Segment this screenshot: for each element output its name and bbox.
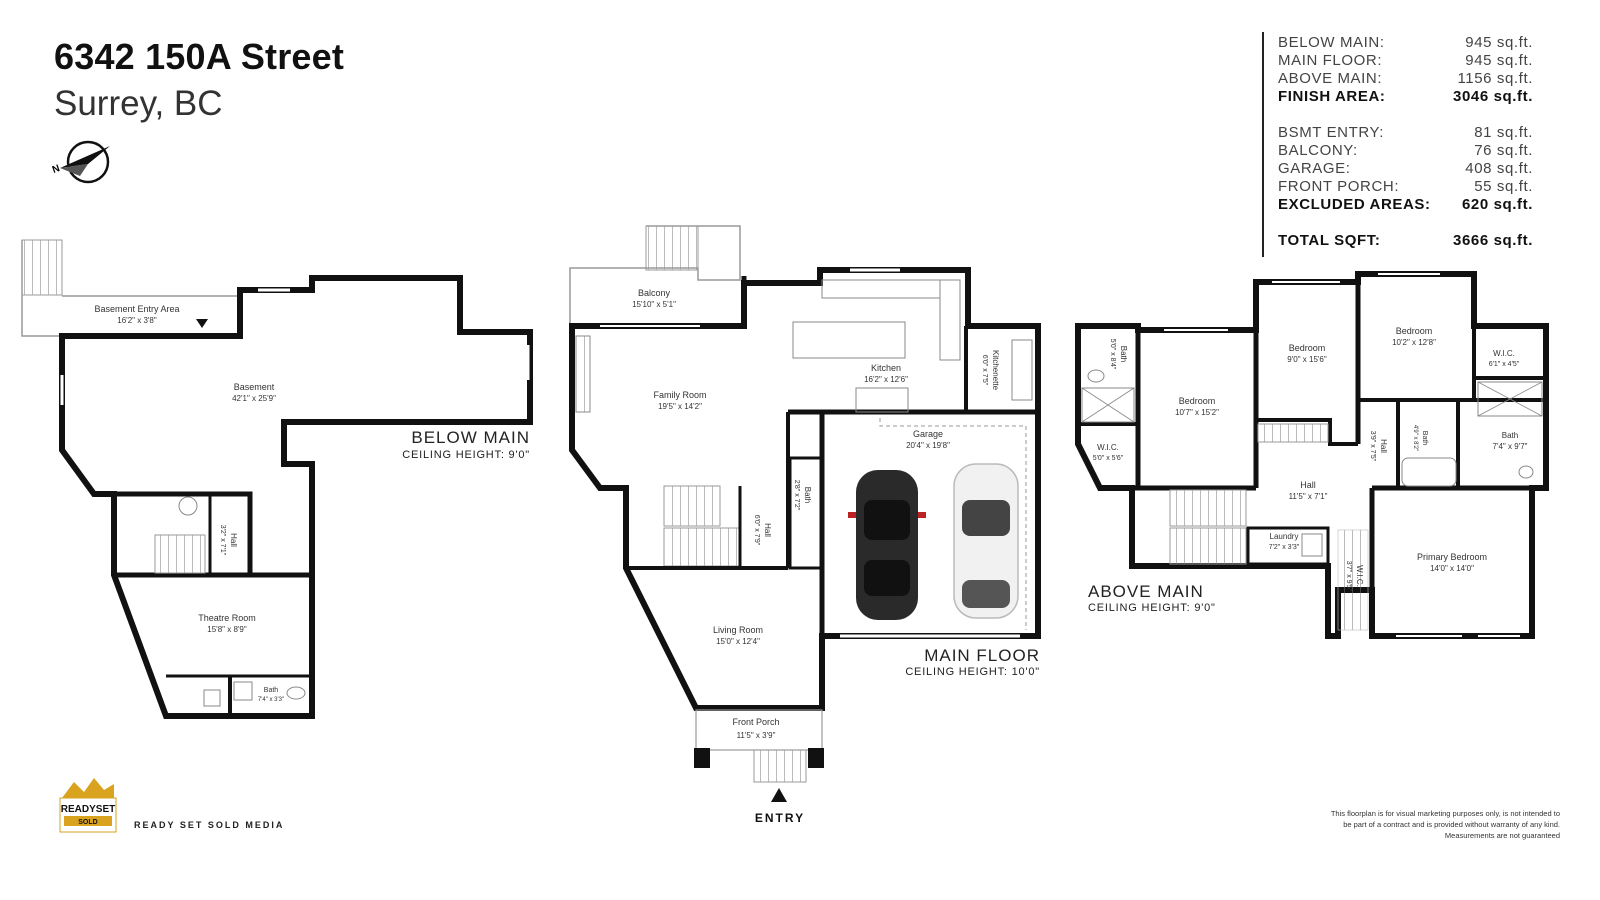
room-label-main-hall: Hall bbox=[763, 523, 772, 537]
room-dim-bedroom-2: 9'0" x 15'6" bbox=[1287, 355, 1327, 364]
room-dim-wic-bottom: 3'7" x 9'5" bbox=[1345, 561, 1352, 592]
svg-text:READYSET: READYSET bbox=[61, 804, 115, 815]
room-dim-basement-entry: 16'2" x 3'8" bbox=[117, 316, 157, 325]
room-label-below-hall: Hall bbox=[229, 533, 238, 547]
main-floor-plan: Balcony 15'10" x 5'1" Kitchen 16'2" x 12… bbox=[569, 225, 1041, 825]
floor-title-main-floor: MAIN FLOOR bbox=[924, 646, 1040, 665]
room-label-living: Living Room bbox=[713, 625, 763, 635]
room-label-bedroom-2: Bedroom bbox=[1289, 343, 1326, 353]
room-dim-above-hall: 11'5" x 7'1" bbox=[1289, 492, 1328, 501]
garage-car-white bbox=[953, 463, 1019, 619]
floor-title-above-main: ABOVE MAIN bbox=[1088, 582, 1204, 601]
basement-entry-stairs bbox=[21, 239, 63, 296]
area-summary: BELOW MAIN:945 sq.ft. MAIN FLOOR:945 sq.… bbox=[1262, 32, 1564, 257]
room-dim-above-bath-mid: 4'9" x 8'2" bbox=[1412, 425, 1418, 451]
room-dim-garage: 20'4" x 19'8" bbox=[906, 441, 950, 450]
room-dim-main-bath: 2'8" x 7'2" bbox=[793, 480, 800, 511]
room-dim-family: 19'5" x 14'2" bbox=[658, 402, 702, 411]
room-label-above-bath-left: Bath bbox=[1119, 346, 1128, 362]
room-dim-kitchen: 16'2" x 12'6" bbox=[864, 375, 908, 384]
room-dim-below-hall: 3'2" x 7'1" bbox=[219, 525, 226, 556]
room-dim-main-hall: 6'0" x 7'9" bbox=[753, 515, 760, 546]
room-label-above-bath-mid: Bath bbox=[1421, 431, 1428, 446]
below-main-plan: Basement Entry Area 16'2" x 3'8" Basemen… bbox=[21, 239, 533, 719]
kitchen-island bbox=[792, 321, 906, 359]
readyset-sold-logo: READYSET SOLD bbox=[59, 778, 117, 833]
room-label-above-hall: Hall bbox=[1300, 480, 1316, 490]
room-label-laundry: Laundry bbox=[1270, 532, 1299, 541]
room-label-wic-left: W.I.C. bbox=[1097, 443, 1119, 452]
room-label-bedroom-3: Bedroom bbox=[1396, 326, 1433, 336]
property-city: Surrey, BC bbox=[54, 84, 223, 123]
room-dim-wic-left: 5'0" x 5'6" bbox=[1093, 455, 1124, 462]
room-label-primary: Primary Bedroom bbox=[1417, 552, 1487, 562]
room-dim-basement: 42'1" x 25'9" bbox=[232, 394, 276, 403]
room-dim-bedroom-3: 10'2" x 12'8" bbox=[1392, 338, 1436, 347]
disclaimer: This floorplan is for visual marketing p… bbox=[1330, 809, 1560, 840]
room-dim-above-hall-small: 3'9" x 7'5" bbox=[1369, 431, 1376, 462]
above-main-plan: Bath 5'0" x 8'4" W.I.C. 5'0" x 5'6" Bedr… bbox=[1075, 271, 1549, 639]
svg-text:SOLD: SOLD bbox=[78, 819, 97, 826]
room-dim-primary: 14'0" x 14'0" bbox=[1430, 564, 1474, 573]
room-dim-theatre: 15'8" x 8'9" bbox=[207, 625, 247, 634]
room-dim-laundry: 7'2" x 3'3" bbox=[1269, 544, 1300, 551]
room-dim-above-bath-left: 5'0" x 8'4" bbox=[1109, 339, 1116, 370]
room-label-above-hall-small: Hall bbox=[1379, 439, 1388, 453]
room-label-wic-bottom: W.I.C. bbox=[1355, 565, 1364, 587]
garage-car-dark bbox=[848, 470, 926, 620]
property-street: 6342 150A Street bbox=[54, 36, 345, 77]
room-label-porch: Front Porch bbox=[732, 717, 779, 727]
above-main-wall-outline bbox=[1075, 271, 1549, 639]
basement-wall-outline bbox=[59, 275, 533, 719]
room-dim-porch: 11'5" x 3'9" bbox=[737, 731, 776, 740]
room-label-family: Family Room bbox=[653, 390, 706, 400]
room-dim-living: 15'0" x 12'4" bbox=[716, 637, 760, 646]
room-label-balcony: Balcony bbox=[638, 288, 671, 298]
room-label-kitchen: Kitchen bbox=[871, 363, 901, 373]
room-dim-wic-right: 6'1" x 4'5" bbox=[1489, 361, 1520, 368]
room-label-kitchenette: Kitchenette bbox=[991, 350, 1000, 391]
room-dim-bedroom-1: 10'7" x 15'2" bbox=[1175, 408, 1219, 417]
room-label-bedroom-1: Bedroom bbox=[1179, 396, 1216, 406]
svg-text:N: N bbox=[51, 163, 62, 176]
room-label-main-bath: Bath bbox=[803, 487, 812, 503]
room-dim-balcony: 15'10" x 5'1" bbox=[632, 300, 676, 309]
ceiling-height-below-main: CEILING HEIGHT: 9'0" bbox=[402, 449, 530, 461]
room-dim-below-bath: 7'4" x 3'3" bbox=[258, 697, 284, 703]
entry-label: ENTRY bbox=[755, 811, 805, 825]
room-label-basement-entry: Basement Entry Area bbox=[94, 304, 179, 314]
room-label-below-bath: Bath bbox=[264, 687, 279, 694]
floor-title-below-main: BELOW MAIN bbox=[411, 428, 530, 447]
main-entry-arrow-icon bbox=[771, 788, 787, 802]
electrical-panel-icon bbox=[178, 496, 198, 516]
room-label-above-bath-right: Bath bbox=[1502, 431, 1518, 440]
compass-icon: N bbox=[51, 140, 110, 184]
main-floor-wall-outline bbox=[569, 267, 1041, 711]
room-label-wic-right: W.I.C. bbox=[1493, 349, 1515, 358]
ceiling-height-main-floor: CEILING HEIGHT: 10'0" bbox=[905, 666, 1040, 678]
room-label-theatre: Theatre Room bbox=[198, 613, 256, 623]
room-dim-above-bath-right: 7'4" x 9'7" bbox=[1493, 442, 1528, 451]
ceiling-height-above-main: CEILING HEIGHT: 9'0" bbox=[1088, 602, 1216, 614]
entry-arrow-icon bbox=[196, 319, 208, 328]
brand-name: READY SET SOLD MEDIA bbox=[134, 820, 285, 830]
room-label-basement: Basement bbox=[234, 382, 275, 392]
room-dim-kitchenette: 6'0" x 7'5" bbox=[981, 355, 988, 386]
room-label-garage: Garage bbox=[913, 429, 943, 439]
